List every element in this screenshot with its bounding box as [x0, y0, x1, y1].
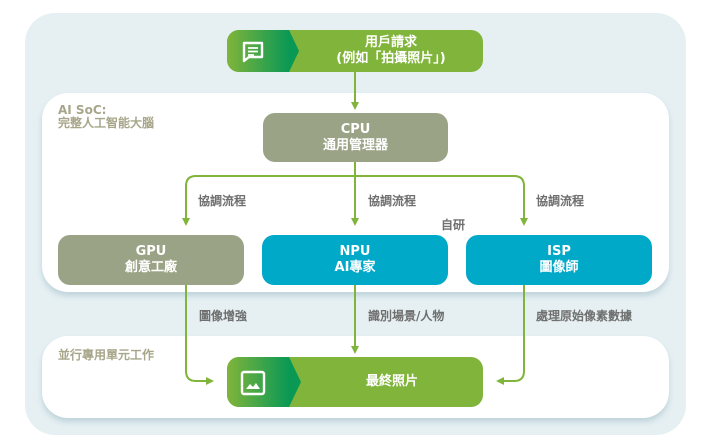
- chevron-shape: [289, 357, 301, 407]
- ai-soc-title: AI SoC: 完整人工智能大腦: [58, 104, 154, 130]
- isp-to-result-arrow: [496, 285, 525, 385]
- user-request-title: 用戶請求: [364, 35, 417, 50]
- final-photo-label: 最終照片: [365, 374, 418, 389]
- npu-role: AI專家: [334, 260, 376, 275]
- isp-role: 圖像師: [539, 260, 579, 275]
- cpu-box: CPU 通用管理器: [263, 113, 448, 162]
- image-icon: [240, 370, 266, 396]
- gpu-name: GPU: [135, 244, 167, 259]
- npu-box: NPU AI專家: [262, 235, 448, 285]
- user-request-box: 用戶請求 (例如「拍攝照片」): [227, 30, 483, 72]
- isp-name: ISP: [547, 244, 571, 259]
- result-icon-area: [227, 357, 289, 407]
- cpu-name: CPU: [340, 121, 371, 137]
- coordination-label-isp: 協調流程: [536, 194, 585, 208]
- gpu-output-label: 圖像增強: [199, 309, 248, 323]
- isp-output-label: 處理原始像素數據: [536, 309, 633, 323]
- cpu-to-isp-arrow: [355, 175, 528, 226]
- coordination-label-gpu: 協調流程: [198, 194, 247, 208]
- npu-name: NPU: [339, 244, 371, 259]
- coordination-label-npu: 協調流程: [368, 194, 417, 208]
- npu-output-label: 識別場景/人物: [368, 309, 445, 323]
- parallel-units-title: 並行專用單元工作: [58, 348, 155, 362]
- cpu-to-gpu-arrow: [182, 175, 355, 226]
- isp-box: ISP 圖像師: [466, 235, 652, 285]
- cpu-role: 通用管理器: [322, 137, 388, 153]
- ai-soc-title-line2: 完整人工智能大腦: [58, 116, 155, 130]
- final-photo-box: 最終照片: [227, 357, 483, 407]
- chat-message-icon: [242, 41, 264, 63]
- chevron-shape: [289, 30, 299, 72]
- user-request-example: (例如「拍攝照片」): [336, 51, 446, 66]
- in-house-label: 自研: [441, 218, 466, 232]
- ai-soc-title-line1: AI SoC:: [58, 103, 107, 117]
- gpu-box: GPU 創意工廠: [58, 235, 244, 285]
- user-request-text: 用戶請求 (例如「拍攝照片」): [299, 30, 483, 72]
- gpu-role: 創意工廠: [124, 260, 177, 275]
- gpu-to-result-arrow: [185, 285, 214, 385]
